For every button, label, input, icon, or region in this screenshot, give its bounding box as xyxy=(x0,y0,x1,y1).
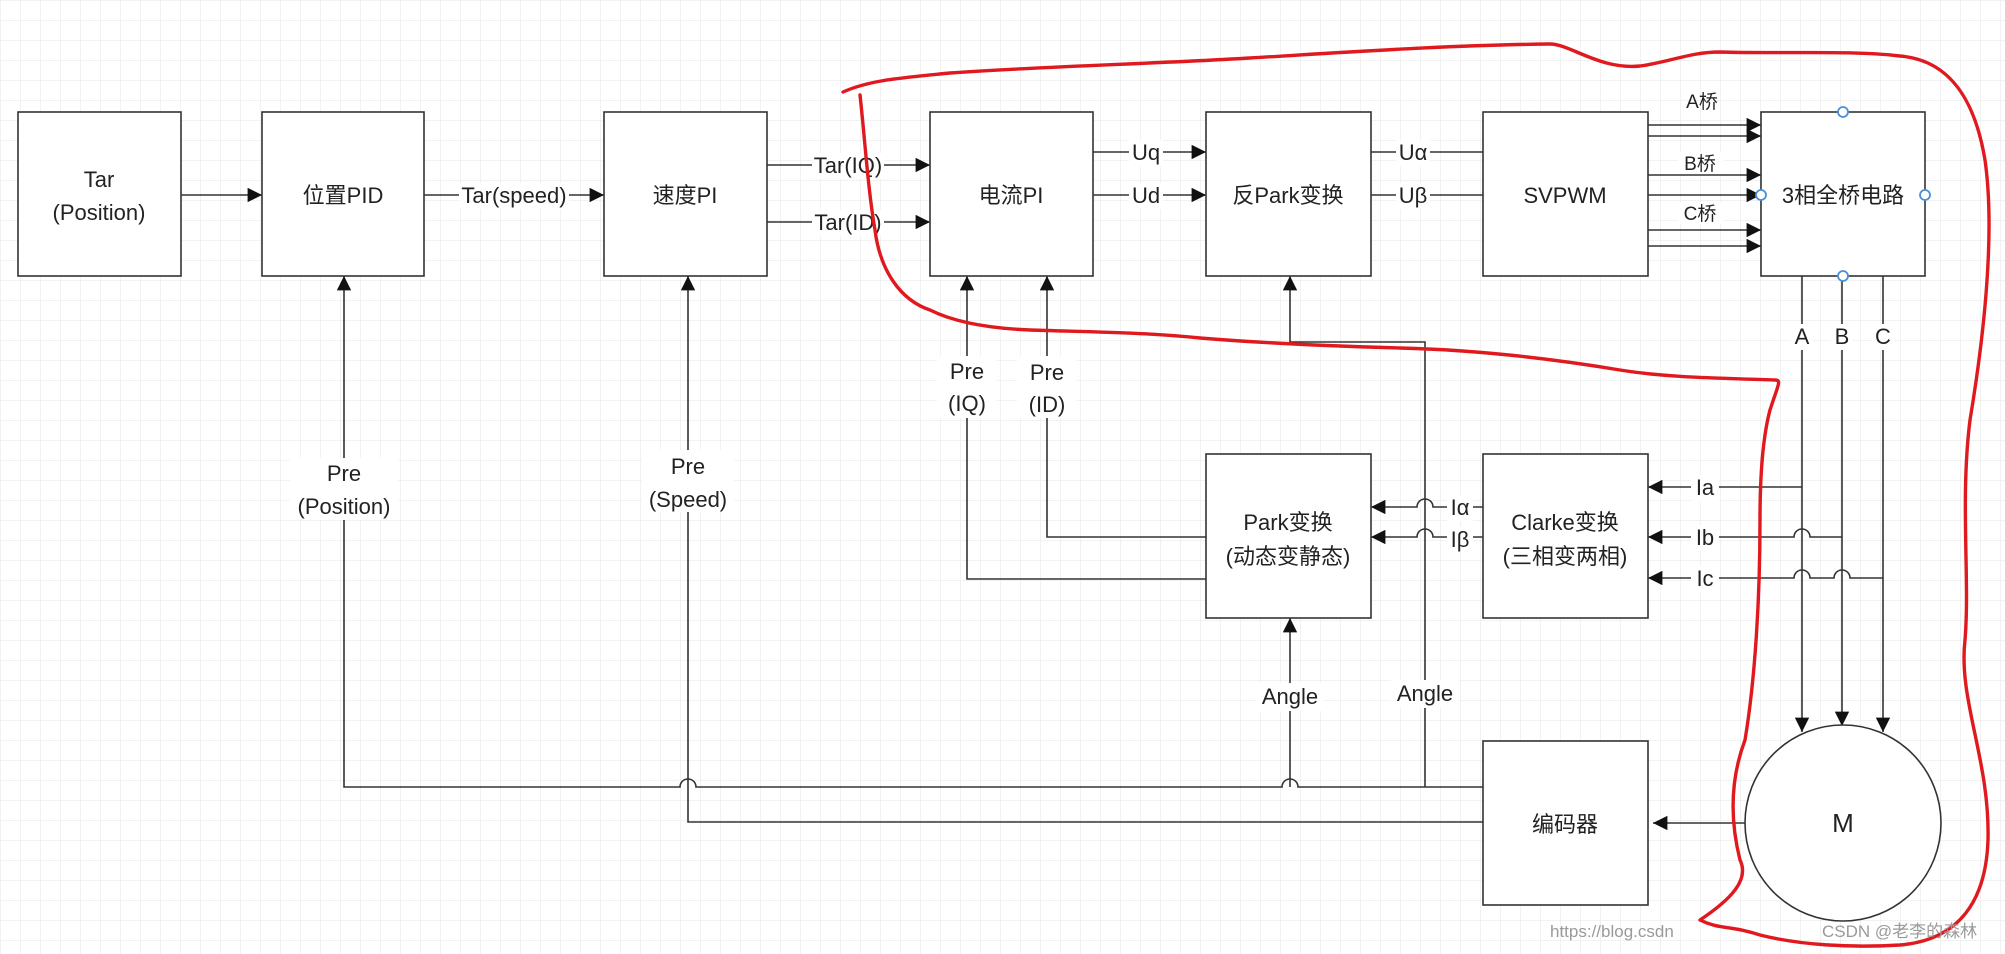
label-ib: Ib xyxy=(1696,525,1714,550)
label-a-bridge: A桥 xyxy=(1686,91,1718,113)
block-park-line1: Park变换 xyxy=(1243,510,1332,535)
block-encoder-label: 编码器 xyxy=(1532,812,1598,837)
block-park-line2: (动态变静态) xyxy=(1226,544,1351,569)
resize-handle-right[interactable] xyxy=(1919,189,1931,201)
label-pre-id-line1: Pre xyxy=(1030,360,1064,385)
label-pre-speed-line2: (Speed) xyxy=(649,487,727,512)
label-u-alpha: Uα xyxy=(1399,140,1428,165)
label-tar-iq: Tar(IQ) xyxy=(814,153,882,178)
wire-angle-inv-park xyxy=(1282,276,1426,787)
label-pre-position-line1: Pre xyxy=(327,461,361,486)
wires xyxy=(181,117,1891,831)
label-b-bridge: B桥 xyxy=(1684,153,1716,175)
label-phase-c: C xyxy=(1875,324,1891,349)
label-angle-inv-park: Angle xyxy=(1397,681,1453,706)
label-c-bridge: C桥 xyxy=(1684,203,1717,225)
block-park[interactable]: Park变换 (动态变静态) xyxy=(1205,453,1372,619)
label-phase-a: A xyxy=(1795,324,1810,349)
resize-handle-bottom[interactable] xyxy=(1837,270,1849,282)
block-tar-position[interactable]: Tar (Position) xyxy=(17,111,182,277)
block-tar-line1: Tar xyxy=(84,167,115,192)
label-tar-id: Tar(ID) xyxy=(814,210,881,235)
label-phase-b: B xyxy=(1835,324,1850,349)
block-bridge[interactable]: 3相全桥电路 xyxy=(1760,111,1926,277)
block-clarke-line2: (三相变两相) xyxy=(1503,544,1628,569)
label-i-alpha: Iα xyxy=(1451,495,1470,520)
watermark-url: https://blog.csdn xyxy=(1550,922,1674,941)
label-ud: Ud xyxy=(1132,183,1160,208)
label-tar-speed: Tar(speed) xyxy=(461,183,566,208)
resize-handle-left[interactable] xyxy=(1755,189,1767,201)
label-pre-position-line2: (Position) xyxy=(298,494,391,519)
label-pre-iq-line1: Pre xyxy=(950,359,984,384)
label-u-beta: Uβ xyxy=(1399,183,1428,208)
block-speed-pi[interactable]: 速度PI xyxy=(603,111,768,277)
block-svpwm[interactable]: SVPWM xyxy=(1482,111,1649,277)
block-current-pi[interactable]: 电流PI xyxy=(929,111,1094,277)
wire-ic xyxy=(1648,569,1883,586)
label-ia: Ia xyxy=(1696,475,1715,500)
block-speed-pi-label: 速度PI xyxy=(653,183,718,208)
label-pre-iq-line2: (IQ) xyxy=(948,391,986,416)
label-pre-speed-line1: Pre xyxy=(671,454,705,479)
label-uq: Uq xyxy=(1132,140,1160,165)
block-bridge-label: 3相全桥电路 xyxy=(1782,183,1904,208)
block-clarke-line1: Clarke变换 xyxy=(1511,510,1619,535)
signal-labels: Tar(speed) Tar(IQ) Tar(ID) Uq Ud Uα Uβ A… xyxy=(290,91,1894,711)
block-position-pid[interactable]: 位置PID xyxy=(261,111,425,277)
label-angle-park: Angle xyxy=(1262,684,1318,709)
label-pre-id-line2: (ID) xyxy=(1029,392,1066,417)
resize-handle-top[interactable] xyxy=(1837,106,1849,118)
block-encoder[interactable]: 编码器 xyxy=(1482,740,1649,906)
wire-pre-position xyxy=(336,276,1483,788)
selection-handles[interactable] xyxy=(1755,106,1931,282)
red-highlight-outline xyxy=(841,42,1991,948)
block-current-pi-label: 电流PI xyxy=(979,183,1044,208)
block-position-pid-label: 位置PID xyxy=(303,183,384,208)
block-clarke[interactable]: Clarke变换 (三相变两相) xyxy=(1482,453,1649,619)
label-ic: Ic xyxy=(1696,566,1713,591)
block-tar-line2: (Position) xyxy=(53,200,146,225)
block-motor[interactable]: M xyxy=(1744,724,1942,922)
watermark: CSDN @老李的森林 xyxy=(1822,922,1977,941)
block-inverse-park[interactable]: 反Park变换 xyxy=(1205,111,1372,277)
block-inverse-park-label: 反Park变换 xyxy=(1232,183,1343,208)
block-motor-label: M xyxy=(1832,808,1854,838)
block-svpwm-label: SVPWM xyxy=(1523,183,1606,208)
label-i-beta: Iβ xyxy=(1451,527,1470,552)
wire-ib xyxy=(1648,528,1842,545)
